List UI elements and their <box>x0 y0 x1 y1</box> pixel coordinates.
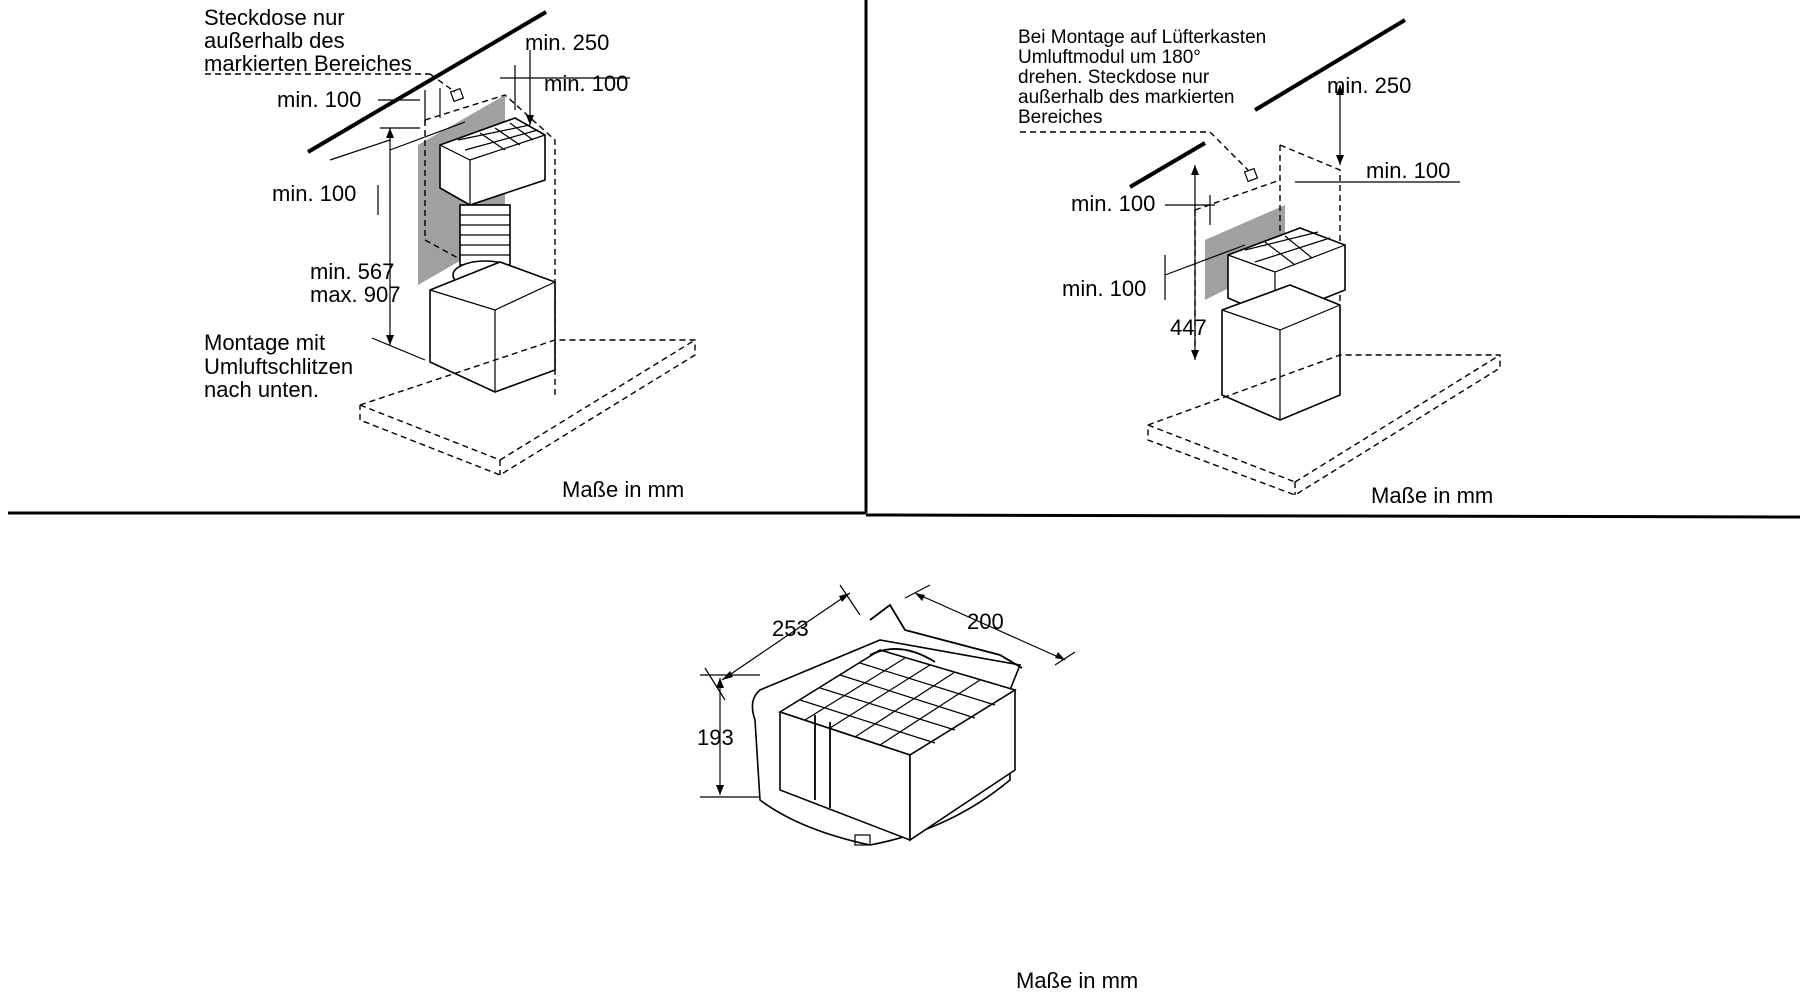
dim-depth-bottom: 200 <box>967 609 1004 634</box>
dim-side-right: min. 100 <box>1062 276 1146 301</box>
dim-left-right: min. 100 <box>1071 191 1155 216</box>
panel-left-drawing <box>205 10 696 476</box>
ceiling-line-right-upper <box>1253 18 1407 112</box>
hood-body-right <box>1221 284 1341 421</box>
mount-note-line2-right: Umluftmodul um 180° <box>1018 47 1201 68</box>
dim-top-left: min. 250 <box>525 30 609 55</box>
dim-left-left: min. 100 <box>277 87 361 112</box>
worktop-left <box>359 339 696 476</box>
mount-note-line3-right: drehen. Steckdose nur <box>1018 67 1210 88</box>
panel-bottom-drawing <box>700 584 1076 846</box>
mount-note-line1-right: Bei Montage auf Lüfterkasten <box>1018 27 1266 48</box>
dim-side-left: min. 100 <box>272 181 356 206</box>
dim-height-bottom: 193 <box>697 725 734 750</box>
mount-note-line5-right: Bereiches <box>1018 107 1103 128</box>
units-right: Maße in mm <box>1371 483 1493 508</box>
worktop-right <box>1147 354 1501 496</box>
socket-note-line2-left: außerhalb des <box>204 28 345 53</box>
mount-note-line4-right: außerhalb des markierten <box>1018 87 1235 108</box>
ceiling-line-left <box>306 10 548 154</box>
hood-body-left <box>429 261 556 393</box>
socket-note-line3-left: markierten Bereiches <box>204 51 412 76</box>
mount-note-line3-left: nach unten. <box>204 377 319 402</box>
dim-right-left: min. 100 <box>544 71 628 96</box>
dim-top-right: min. 250 <box>1327 73 1411 98</box>
mount-note-line1-left: Montage mit <box>204 330 325 355</box>
panel-right-drawing <box>1020 18 1501 496</box>
dim-right-right: min. 100 <box>1366 158 1450 183</box>
dim-height-min-left: min. 567 <box>310 259 394 284</box>
ceiling-line-right-lower <box>1128 141 1207 189</box>
divider-horizontal-right <box>865 513 1800 519</box>
units-left: Maße in mm <box>562 477 684 502</box>
dim-height-max-left: max. 907 <box>310 282 401 307</box>
dim-height-right: 447 <box>1170 315 1207 340</box>
socket-note-line1-left: Steckdose nur <box>204 5 345 30</box>
mount-note-line2-left: Umluftschlitzen <box>204 354 353 379</box>
filter-module-left <box>439 117 546 206</box>
dim-length-bottom: 253 <box>772 616 809 641</box>
units-bottom: Maße in mm <box>1016 968 1138 993</box>
